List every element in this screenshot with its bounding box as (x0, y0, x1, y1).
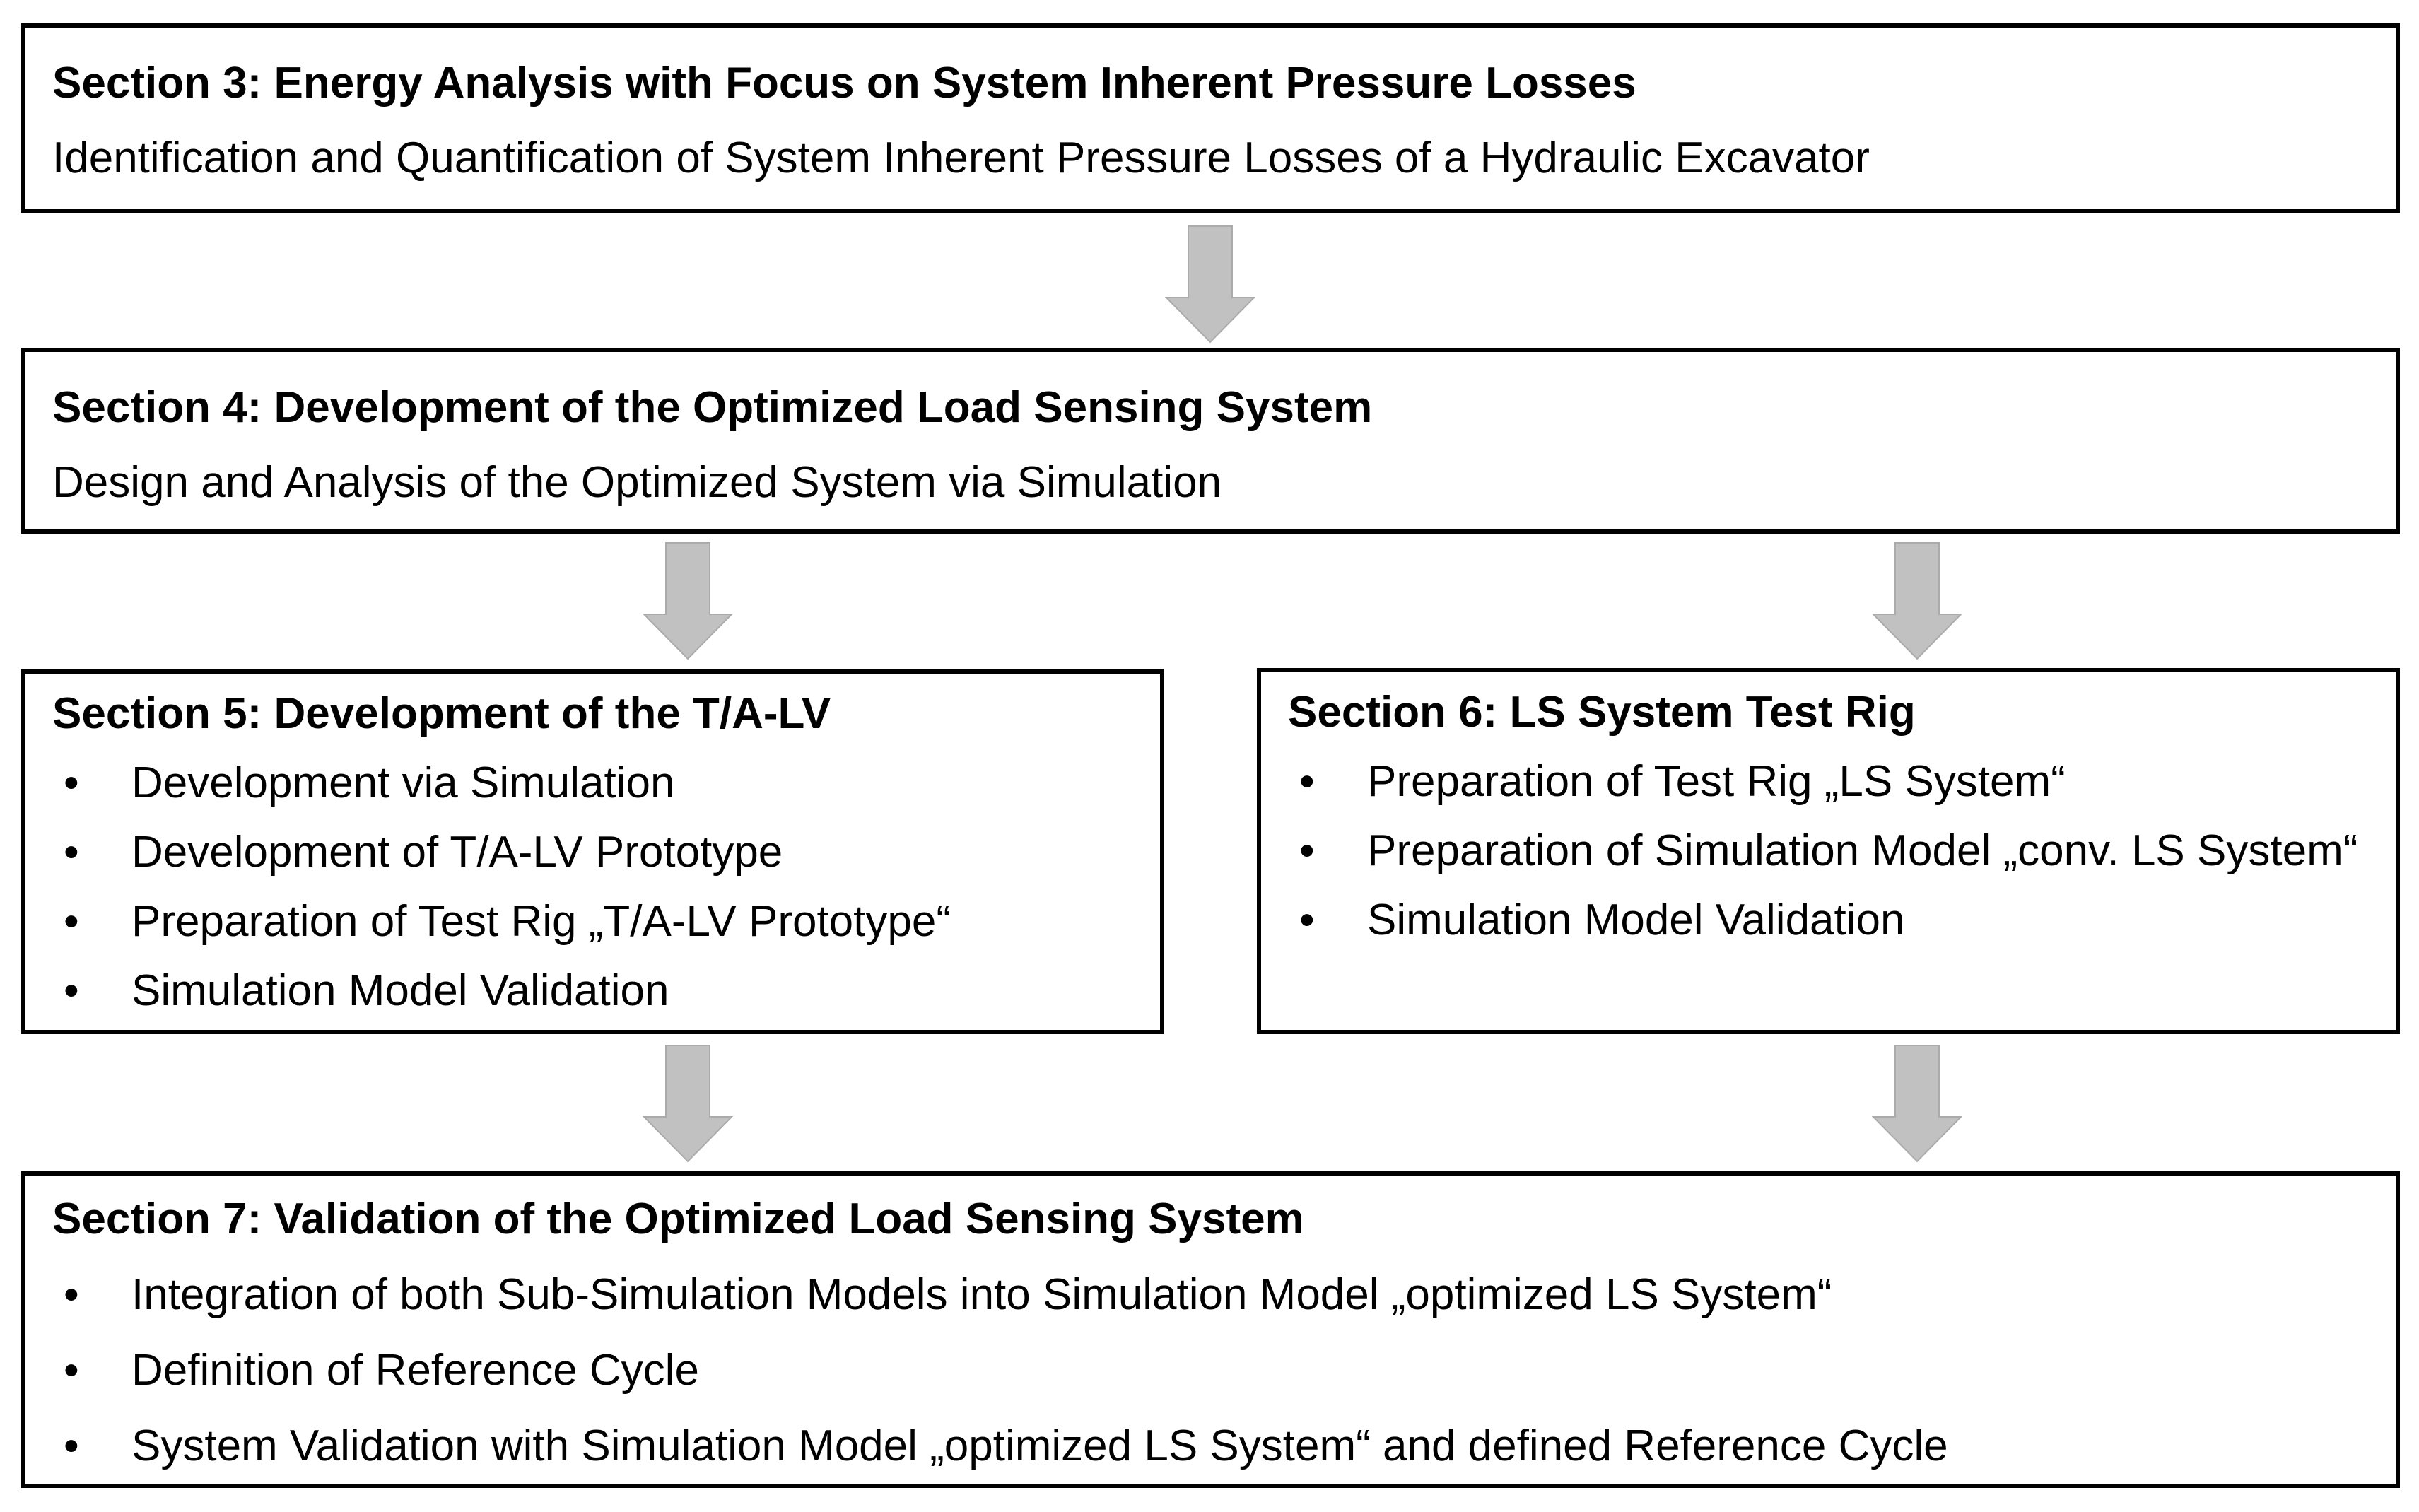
list-item: Simulation Model Validation (1288, 886, 2372, 955)
list-item: Preparation of Test Rig „T/A-LV Prototyp… (52, 887, 1136, 956)
section6-title: Section 6: LS System Test Rig (1288, 688, 1916, 737)
list-item: System Validation with Simulation Model … (52, 1408, 2372, 1484)
section7-title: Section 7: Validation of the Optimized L… (52, 1195, 1304, 1243)
section5-bullet-list: Development via Simulation Development o… (52, 749, 1136, 1026)
list-item: Integration of both Sub-Simulation Model… (52, 1257, 2372, 1332)
section7-box: Section 7: Validation of the Optimized L… (21, 1171, 2400, 1488)
list-item: Definition of Reference Cycle (52, 1332, 2372, 1408)
list-item: Development of T/A-LV Prototype (52, 818, 1136, 887)
section3-subtitle: Identification and Quantification of Sys… (52, 134, 1870, 182)
section7-bullet-list: Integration of both Sub-Simulation Model… (52, 1257, 2372, 1484)
flow-arrow-down-icon (1165, 225, 1255, 344)
section3-box: Section 3: Energy Analysis with Focus on… (21, 23, 2400, 213)
section6-bullet-list: Preparation of Test Rig „LS System“ Prep… (1288, 747, 2372, 955)
section4-subtitle: Design and Analysis of the Optimized Sys… (52, 458, 1222, 507)
list-item: Preparation of Test Rig „LS System“ (1288, 747, 2372, 816)
section3-title: Section 3: Energy Analysis with Focus on… (52, 59, 1636, 107)
section4-box: Section 4: Development of the Optimized … (21, 348, 2400, 534)
section5-title: Section 5: Development of the T/A-LV (52, 689, 831, 738)
list-item: Development via Simulation (52, 749, 1136, 818)
section5-box: Section 5: Development of the T/A-LV Dev… (21, 669, 1164, 1034)
flow-arrow-down-icon (643, 541, 733, 660)
list-item: Preparation of Simulation Model „conv. L… (1288, 816, 2372, 886)
flow-arrow-down-icon (1872, 1044, 1962, 1163)
flow-arrow-down-icon (643, 1044, 733, 1163)
section6-box: Section 6: LS System Test Rig Preparatio… (1257, 668, 2400, 1034)
flow-arrow-down-icon (1872, 541, 1962, 660)
section4-title: Section 4: Development of the Optimized … (52, 383, 1373, 432)
list-item: Simulation Model Validation (52, 956, 1136, 1026)
